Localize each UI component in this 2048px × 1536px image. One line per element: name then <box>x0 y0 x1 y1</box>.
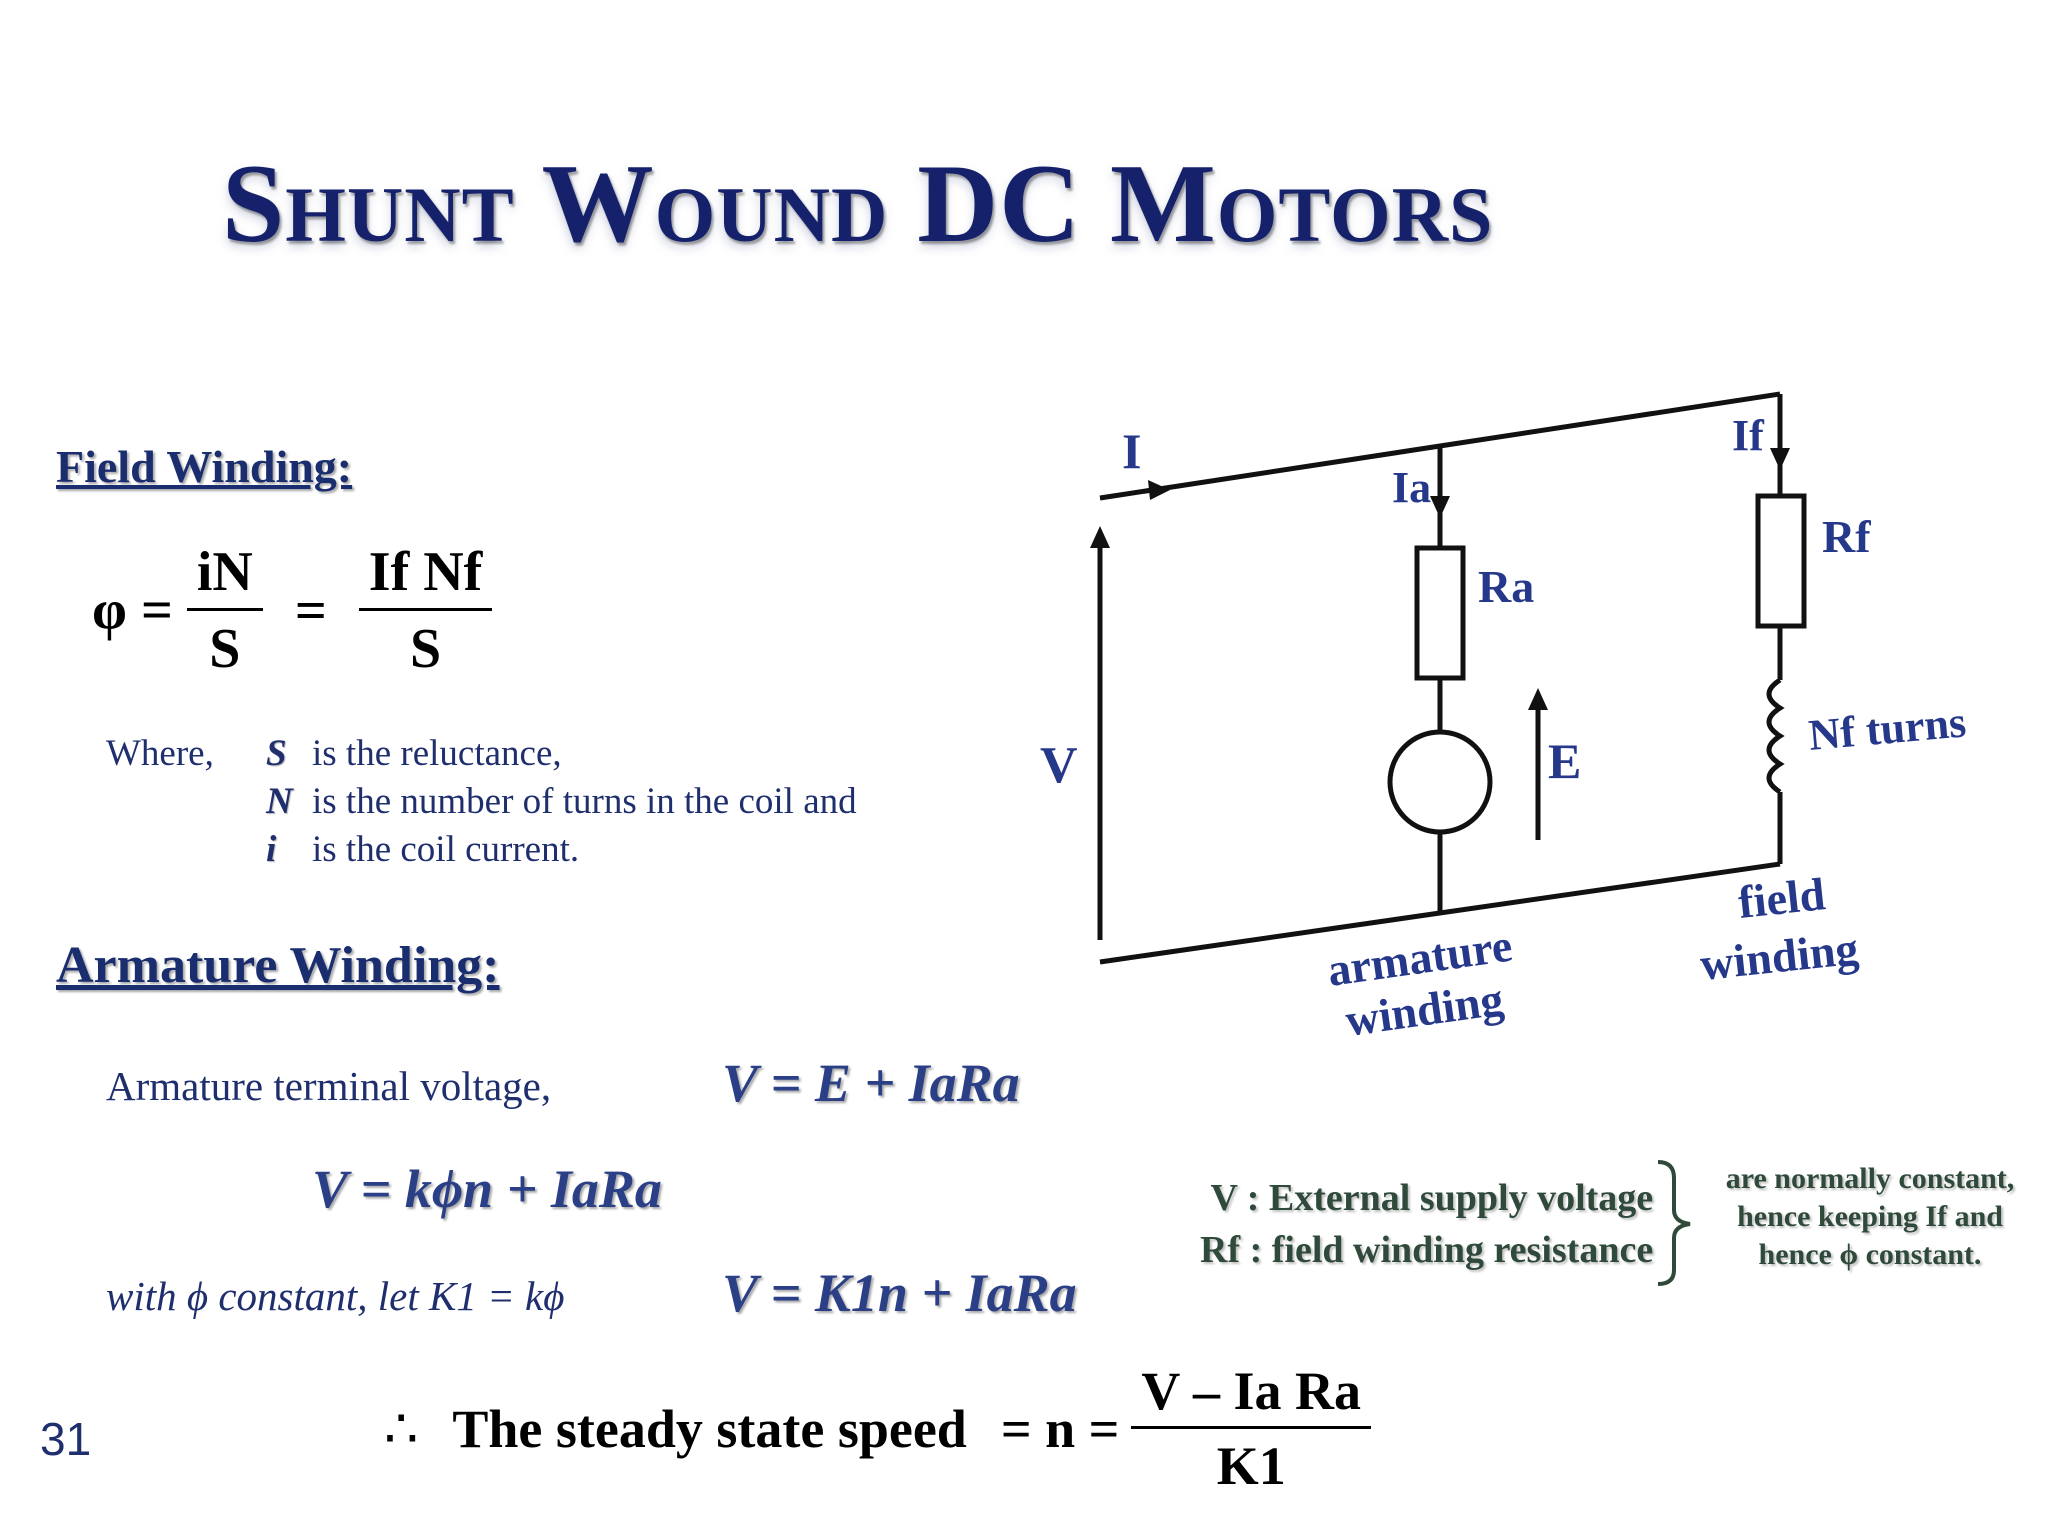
current-arrow-icon <box>1148 480 1170 500</box>
definition-text: is the reluctance, <box>312 733 562 774</box>
label-current: I <box>1122 423 1141 479</box>
field-coil-icon <box>1766 677 1785 795</box>
constant-quantities-notes: V : External supply voltage Rf : field w… <box>1200 1172 1653 1276</box>
steady-state-speed-formula: ∴ The steady state speed = n = V – Ia Ra… <box>384 1360 1371 1497</box>
explanation-line: hence keeping If and <box>1737 1200 2003 1233</box>
flux-fraction-1: iN S <box>186 540 263 681</box>
field-current-arrow-icon <box>1770 448 1790 470</box>
where-label: Where, <box>106 733 214 774</box>
armature-motor-icon <box>1387 729 1493 835</box>
label-armature-resistance: Ra <box>1478 561 1534 612</box>
symbol-s: S <box>266 733 287 774</box>
label-field-resistance: Rf <box>1822 511 1871 562</box>
label-emf: E <box>1548 733 1581 789</box>
equation-k1: V = K1n + IaRa <box>722 1263 1077 1323</box>
field-resistor-icon <box>1755 493 1807 629</box>
fraction-2-denominator: S <box>358 608 493 681</box>
bottom-rail-wire <box>1099 861 1781 965</box>
label-voltage: V <box>1040 737 1078 794</box>
note-supply-voltage: V : External supply voltage <box>1210 1177 1654 1219</box>
symbol-i: i <box>266 829 277 870</box>
speed-denominator: K1 <box>1131 1426 1371 1497</box>
field-winding-heading: Field Winding: <box>56 441 353 492</box>
page-number: 31 <box>40 1413 92 1465</box>
explanation-line: hence ϕ constant. <box>1758 1238 1982 1271</box>
curly-brace-icon <box>1657 1160 1691 1286</box>
definition-text: is the coil current. <box>312 829 580 870</box>
flux-fraction-2: If Nf S <box>358 540 493 681</box>
label-field-turns: Nf turns <box>1807 697 1968 760</box>
label-armature-current: Ia <box>1392 463 1431 512</box>
definition-current: i is the coil current. <box>266 826 857 874</box>
label-field-winding: winding <box>1698 923 1861 990</box>
label-field-current: If <box>1732 411 1765 460</box>
therefore-symbol: ∴ <box>384 1399 419 1459</box>
flux-lhs: φ = <box>92 579 173 642</box>
armature-winding-heading: Armature Winding: <box>56 937 500 994</box>
explanation-line: are normally constant, <box>1725 1162 2015 1195</box>
equation-terminal-voltage: V = E + IaRa <box>722 1053 1020 1113</box>
note-field-resistance: Rf : field winding resistance <box>1200 1229 1654 1271</box>
fraction-1-denominator: S <box>186 608 263 681</box>
label-field: field <box>1736 868 1828 928</box>
constant-flux-note: with ϕ constant, let K1 = kϕ <box>106 1273 565 1319</box>
title-text: Shunt Wound DC Motors <box>222 142 1494 266</box>
flux-formula: φ = iN S = If Nf S <box>92 540 493 681</box>
shunt-motor-circuit-diagram: I Ia If Ra Rf V E Nf turns armature wind… <box>1040 391 1968 1046</box>
definition-text: is the number of turns in the coil and <box>312 781 857 822</box>
symbol-n: N <box>266 781 293 822</box>
armature-resistor-icon <box>1414 545 1466 681</box>
speed-fraction: V – Ia Ra K1 <box>1131 1360 1371 1497</box>
fraction-2-numerator: If Nf <box>368 541 483 603</box>
slide-title: Shunt Wound DC Motors <box>222 140 1493 269</box>
flux-equals: = <box>294 579 327 642</box>
steady-state-text: The steady state speed <box>452 1398 967 1459</box>
speed-numerator: V – Ia Ra <box>1141 1361 1361 1421</box>
fraction-1-numerator: iN <box>196 541 253 603</box>
armature-current-arrow-icon <box>1430 496 1450 518</box>
terminal-voltage-label: Armature terminal voltage, <box>106 1063 552 1109</box>
equation-flux-speed: V = kϕn + IaRa <box>312 1159 662 1219</box>
steady-state-equals: = n = <box>1000 1398 1120 1459</box>
constant-explanation: are normally constant, hence keeping If … <box>1700 1160 2040 1274</box>
